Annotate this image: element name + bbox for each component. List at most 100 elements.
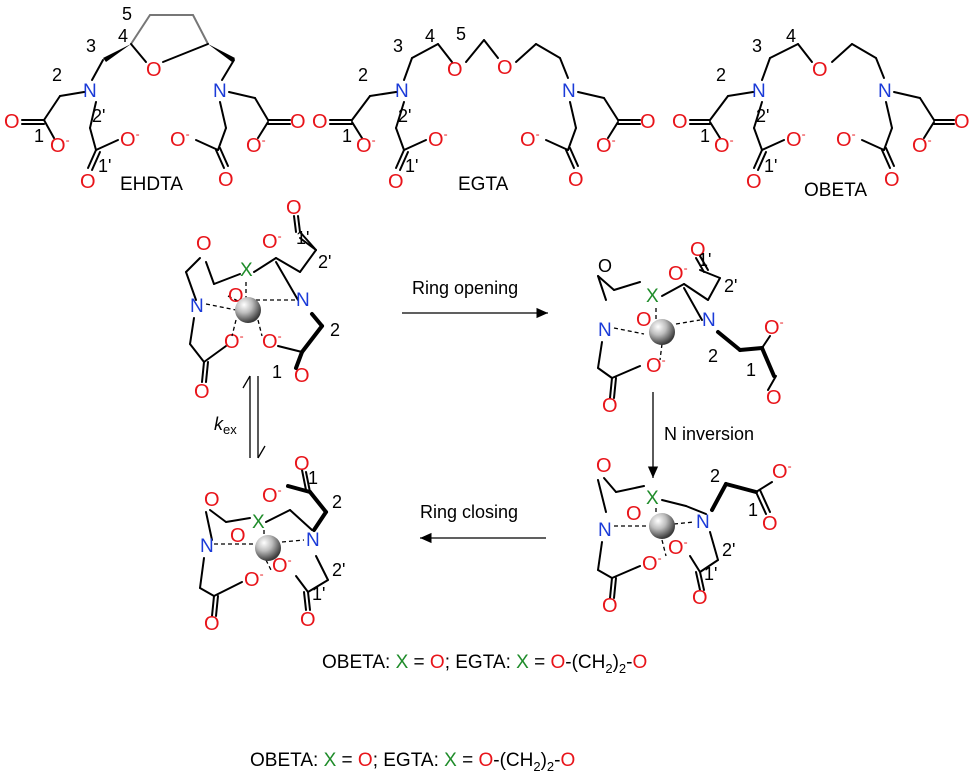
svg-text:N: N bbox=[598, 520, 612, 541]
svg-text:O-: O- bbox=[668, 535, 688, 559]
svg-text:O-: O- bbox=[262, 483, 282, 507]
svg-text:O-: O- bbox=[272, 553, 292, 577]
svg-text:O-: O- bbox=[714, 133, 734, 157]
svg-text:O: O bbox=[194, 381, 210, 403]
svg-text:N: N bbox=[190, 296, 204, 317]
svg-text:O: O bbox=[640, 111, 656, 133]
svg-text:2: 2 bbox=[52, 65, 62, 85]
svg-text:O-: O- bbox=[356, 133, 376, 157]
svg-text:1: 1 bbox=[34, 126, 44, 146]
legend-lower: OBETA: X = O; EGTA: X = O-(CH2)2-O bbox=[250, 750, 575, 774]
svg-text:1': 1' bbox=[312, 584, 325, 604]
svg-text:O: O bbox=[196, 233, 212, 255]
svg-text:3: 3 bbox=[86, 36, 96, 56]
svg-text:2': 2' bbox=[332, 560, 345, 580]
svg-text:N: N bbox=[200, 536, 214, 557]
svg-text:O-: O- bbox=[786, 127, 806, 151]
svg-text:O-: O- bbox=[224, 329, 244, 353]
svg-text:O: O bbox=[954, 111, 970, 133]
svg-text:2: 2 bbox=[358, 65, 368, 85]
metal-ion bbox=[649, 513, 675, 539]
svg-text:4: 4 bbox=[425, 26, 435, 46]
atom-n: N bbox=[83, 81, 97, 102]
obeta-structure: 3 4 O N N 2 O O- 1 2' O O- 1' O O- bbox=[672, 26, 970, 201]
svg-text:1: 1 bbox=[308, 468, 318, 488]
svg-text:O-: O- bbox=[764, 315, 784, 339]
svg-text:O: O bbox=[294, 365, 310, 387]
svg-text:O: O bbox=[884, 169, 900, 191]
svg-text:O: O bbox=[230, 525, 246, 547]
svg-text:N: N bbox=[213, 81, 227, 102]
svg-text:O: O bbox=[596, 455, 612, 477]
svg-text:O: O bbox=[692, 587, 708, 609]
svg-text:O: O bbox=[312, 111, 328, 133]
svg-text:O: O bbox=[636, 309, 652, 331]
svg-text:N: N bbox=[296, 290, 310, 311]
svg-text:1': 1' bbox=[764, 156, 777, 176]
svg-text:O-: O- bbox=[170, 127, 190, 151]
reaction-arrows: Ring opening N inversion Ring closing ke… bbox=[214, 278, 754, 544]
svg-text:5: 5 bbox=[456, 24, 466, 44]
svg-text:O: O bbox=[690, 239, 706, 261]
svg-text:O: O bbox=[602, 395, 618, 417]
label-ring-closing: Ring closing bbox=[420, 502, 518, 522]
svg-text:3: 3 bbox=[393, 36, 403, 56]
ehdta-structure: O 4 5 3 N 2 O O- 1 2' O O- 1' N O bbox=[4, 4, 306, 195]
svg-text:O: O bbox=[497, 57, 513, 79]
svg-text:2: 2 bbox=[330, 320, 340, 340]
svg-text:1: 1 bbox=[748, 500, 758, 520]
svg-text:O-: O- bbox=[642, 551, 662, 575]
svg-text:1': 1' bbox=[704, 564, 717, 584]
svg-text:2: 2 bbox=[716, 65, 726, 85]
metal-ion bbox=[255, 535, 281, 561]
svg-text:O-: O- bbox=[772, 459, 792, 483]
svg-text:4: 4 bbox=[118, 26, 128, 46]
svg-text:OBETA: X = O; EGTA: X = O-(CH2: OBETA: X = O; EGTA: X = O-(CH2)2-O bbox=[322, 652, 647, 676]
svg-text:O-: O- bbox=[50, 133, 70, 157]
svg-text:O-: O- bbox=[520, 127, 540, 151]
svg-text:1: 1 bbox=[272, 362, 282, 382]
svg-text:N: N bbox=[752, 81, 766, 102]
svg-text:N: N bbox=[395, 81, 409, 102]
ligand-name-egta: EGTA bbox=[458, 174, 509, 195]
svg-text:O-: O- bbox=[428, 127, 448, 151]
svg-text:X: X bbox=[240, 260, 253, 281]
svg-text:O: O bbox=[762, 513, 778, 535]
svg-text:X: X bbox=[646, 286, 659, 307]
svg-text:O-: O- bbox=[668, 261, 688, 285]
svg-text:2': 2' bbox=[92, 106, 105, 126]
svg-text:O: O bbox=[388, 171, 404, 193]
svg-text:N: N bbox=[702, 310, 716, 331]
svg-text:O-: O- bbox=[246, 133, 266, 157]
svg-text:O: O bbox=[286, 197, 302, 219]
complex-closed-top: O X N N O O- O- O 1' 2' O O- 2 1 bbox=[185, 197, 340, 403]
svg-text:1: 1 bbox=[700, 126, 710, 146]
svg-text:O: O bbox=[447, 59, 463, 81]
svg-text:1: 1 bbox=[746, 360, 756, 380]
svg-text:5: 5 bbox=[122, 4, 132, 24]
metal-ion bbox=[649, 319, 675, 345]
svg-text:2': 2' bbox=[398, 106, 411, 126]
svg-text:1': 1' bbox=[698, 250, 711, 270]
svg-text:O: O bbox=[80, 171, 96, 193]
svg-text:O: O bbox=[812, 59, 828, 81]
svg-text:1': 1' bbox=[296, 228, 309, 248]
svg-text:O: O bbox=[290, 111, 306, 133]
svg-text:O: O bbox=[218, 169, 234, 191]
svg-text:O: O bbox=[626, 503, 642, 525]
svg-text:1': 1' bbox=[405, 156, 418, 176]
svg-text:O: O bbox=[598, 256, 612, 276]
svg-text:N: N bbox=[306, 530, 320, 551]
svg-text:O: O bbox=[602, 595, 618, 617]
svg-text:O: O bbox=[294, 453, 310, 475]
svg-text:O-: O- bbox=[596, 133, 616, 157]
svg-text:N: N bbox=[598, 320, 612, 341]
svg-text:O-: O- bbox=[120, 127, 140, 151]
svg-text:4: 4 bbox=[786, 26, 796, 46]
svg-text:O-: O- bbox=[912, 133, 932, 157]
svg-text:O: O bbox=[568, 169, 584, 191]
svg-text:O: O bbox=[4, 111, 20, 133]
svg-text:O: O bbox=[746, 171, 762, 193]
svg-text:1: 1 bbox=[342, 126, 352, 146]
